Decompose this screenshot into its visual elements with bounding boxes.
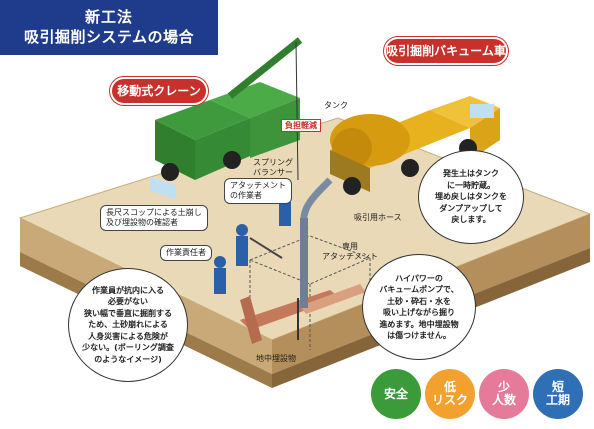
buried-object-label: 地中埋設物 <box>256 354 296 363</box>
pump-bubble-line: は傷つけません。 <box>387 331 451 340</box>
title-line-1: 新工法 <box>84 8 133 26</box>
worker-bubble-line: 人身災害による危険が <box>88 331 168 341</box>
tank-bubble-line: 埋め戻しはタンクを <box>435 192 507 202</box>
suction-hose-label: 吸引用ホース <box>354 213 402 222</box>
badge-few-people: 少 人数 <box>479 369 529 419</box>
load-reduction-label: 負担軽減 <box>281 119 321 132</box>
pump-bubble-line: バキュームポンプで、 <box>379 285 459 294</box>
long-shovel-line-2: 及び埋設物の確認者 <box>106 218 178 227</box>
worker-bubble-line: ため、土砂崩れによる <box>88 320 168 330</box>
tank-bubble-line: 発生土はタンク <box>443 169 499 179</box>
tank-label: タンク <box>324 101 348 110</box>
worker-bubble-line: 必要がない <box>108 297 148 307</box>
attachment-worker-line-1: アタッチメント <box>230 181 286 190</box>
pump-bubble-line: ハイパワーの <box>395 273 443 283</box>
workers-graphic <box>214 190 291 294</box>
crane-truck-graphic <box>150 37 303 200</box>
long-shovel-label: 長尺スコップによる土崩し 及び埋設物の確認者 <box>100 205 208 231</box>
badge-safety-label: 安全 <box>383 386 408 401</box>
crane-tag: 移動式クレーン <box>110 77 208 105</box>
tank-bubble-line: ダンプアップして <box>439 203 503 213</box>
supervisor-label: 作業責任者 <box>160 245 212 261</box>
badge-low-risk-label: 低 リスク <box>431 380 468 407</box>
pump-bubble-line: 土砂・砕石・水を <box>386 296 451 306</box>
badge-short-term: 短 工期 <box>533 369 583 419</box>
spring-balancer-label: スプリング バランサー <box>253 158 293 178</box>
long-shovel-line-1: 長尺スコップによる土崩し <box>106 208 202 217</box>
special-attachment-line-2: アタッチメント <box>322 252 378 261</box>
vacuum-pump-bubble: ハイパワーの バキュームポンプで、 土砂・砕石・水を 吸い上げながら掘り 進めま… <box>362 254 476 360</box>
attachment-worker-line-2: の作業者 <box>230 191 262 200</box>
worker-bubble-line: 少ない。(ボーリング調査 <box>82 343 174 353</box>
badge-safety: 安全 <box>371 369 421 419</box>
worker-safety-bubble: 作業員が抗内に入る 必要がない 狭い幅で垂直に掘削する ため、土砂崩れによる 人… <box>68 268 188 382</box>
special-attachment-label: 専用 アタッチメント <box>322 242 378 262</box>
title-line-2: 吸引掘削システムの場合 <box>23 28 195 46</box>
attachment-worker-label: アタッチメント の作業者 <box>224 178 292 204</box>
special-attachment-line-1: 専用 <box>342 242 358 251</box>
worker-bubble-line: 狭い幅で垂直に掘削する <box>84 308 172 318</box>
badge-few-people-label: 少 人数 <box>491 380 516 407</box>
tank-bubble-line: 戻します。 <box>451 215 491 225</box>
badge-low-risk: 低 リスク <box>425 369 475 419</box>
tank-bubble-line: に一時貯蔵。 <box>447 180 495 190</box>
spring-balancer-line-2: バランサー <box>253 168 293 177</box>
spring-balancer-line-1: スプリング <box>253 158 293 167</box>
tank-bubble: 発生土はタンク に一時貯蔵。 埋め戻しはタンクを ダンプアップして 戻します。 <box>418 150 524 244</box>
pump-bubble-line: 進めます。地中埋設物 <box>379 319 459 329</box>
badge-short-term-label: 短 工期 <box>545 380 570 407</box>
title-banner: 新工法 吸引掘削システムの場合 <box>0 0 218 55</box>
pump-bubble-line: 吸い上げながら掘り <box>382 308 455 317</box>
worker-bubble-line: のようなイメージ) <box>94 354 162 364</box>
worker-bubble-line: 作業員が抗内に入る <box>92 285 164 295</box>
vacuum-truck-tag: 吸引掘削バキューム車 <box>384 37 508 65</box>
